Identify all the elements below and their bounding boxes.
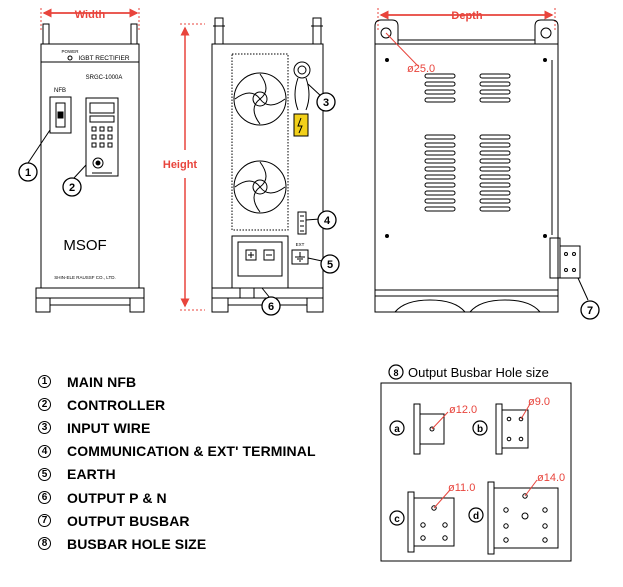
callout-6: 6 <box>261 296 281 316</box>
model-label: SRGC-1000A <box>86 75 123 81</box>
power-label: POWER <box>61 49 79 54</box>
svg-text:2: 2 <box>69 182 75 194</box>
hole-size-title: Output Busbar Hole size <box>408 365 549 380</box>
callout-4: 4 <box>317 210 337 230</box>
ext-label: EXT <box>296 242 305 247</box>
svg-text:d: d <box>473 511 479 522</box>
back-view <box>374 8 581 313</box>
svg-text:1: 1 <box>25 167 31 179</box>
side-view <box>180 17 324 313</box>
busbar-b-dim: ø9.0 <box>528 396 550 408</box>
busbar-a-label: a <box>389 420 405 436</box>
front-view <box>35 8 145 313</box>
maker-label: SHIN-ELE RAUSSF CO., LTD. <box>54 275 115 280</box>
busbar-a <box>413 403 449 455</box>
svg-text:6: 6 <box>268 301 274 313</box>
callout-2: 2 <box>62 177 82 197</box>
busbar-b <box>495 403 531 455</box>
callout-7: 7 <box>580 300 600 320</box>
busbar-c-dim: ø11.0 <box>448 482 475 494</box>
callout-5: 5 <box>320 254 340 274</box>
svg-text:4: 4 <box>324 215 331 227</box>
depth-label: Depth <box>451 10 482 22</box>
svg-text:c: c <box>394 514 400 525</box>
busbar-a-dim: ø12.0 <box>449 404 477 416</box>
nfb-label: NFB <box>54 88 66 94</box>
hole-size-box <box>380 382 572 562</box>
callout-1: 1 <box>18 162 38 182</box>
width-label: Width <box>75 9 106 21</box>
svg-text:8: 8 <box>393 368 398 378</box>
height-label: Height <box>163 159 198 171</box>
back-hole-callout <box>385 32 419 67</box>
svg-text:b: b <box>477 424 483 435</box>
title-plate: IGBT RECTIFIER <box>78 55 129 62</box>
hole-size-header: 8 Output Busbar Hole size <box>388 364 549 380</box>
busbar-d <box>487 479 559 555</box>
svg-text:7: 7 <box>587 305 593 317</box>
busbar-d-label: d <box>468 507 484 523</box>
busbar-c-label: c <box>389 510 405 526</box>
svg-text:a: a <box>394 424 400 435</box>
brand-label: MSOF <box>63 237 106 254</box>
back-hole-dim: ø25.0 <box>407 63 435 75</box>
busbar-c <box>407 489 455 553</box>
busbar-b-label: b <box>472 420 488 436</box>
svg-text:5: 5 <box>327 259 333 271</box>
svg-text:3: 3 <box>323 97 329 109</box>
callout-3: 3 <box>316 92 336 112</box>
busbar-d-dim: ø14.0 <box>537 472 565 484</box>
